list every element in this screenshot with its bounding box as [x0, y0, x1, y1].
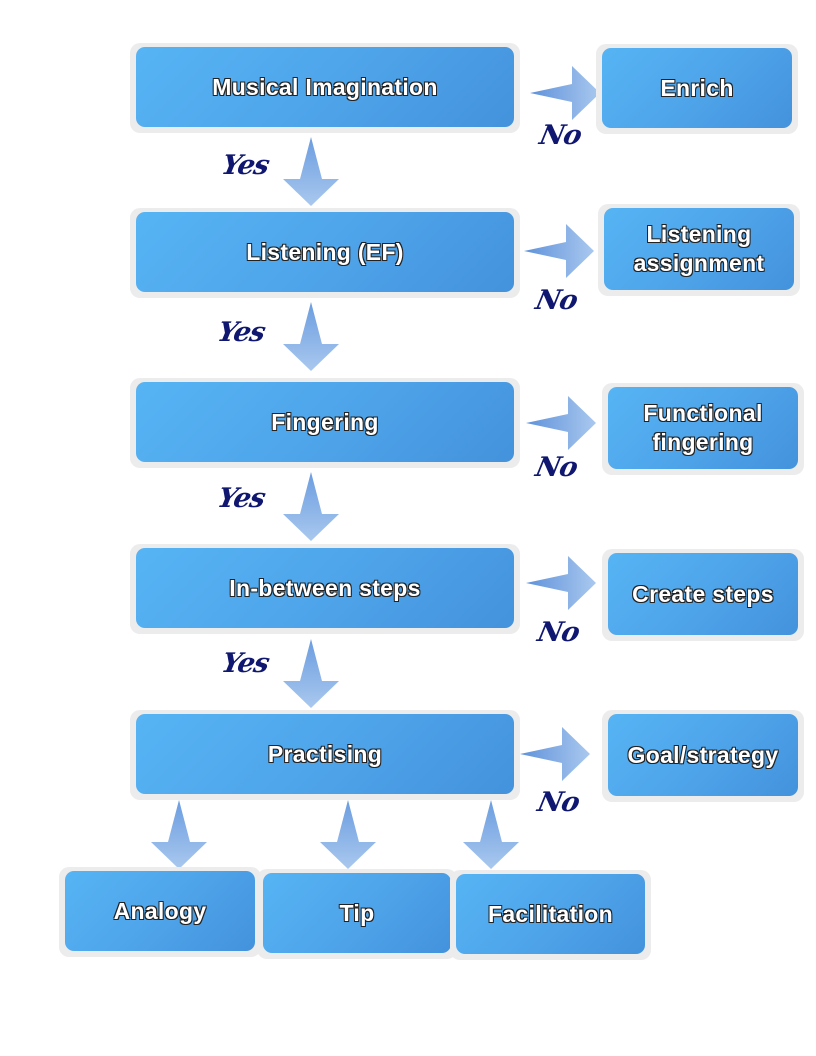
step-label: Fingering: [271, 408, 379, 435]
step-label: Musical Imagination: [212, 73, 438, 100]
outcome-label: Facilitation: [487, 900, 614, 927]
arrow-down-icon: [283, 137, 339, 206]
yes-label: Yes: [218, 150, 272, 181]
outcome-label: Tip: [339, 899, 375, 926]
arrow-right-icon: [526, 556, 596, 610]
outcome-label: Analogy: [113, 897, 207, 924]
step-box: Musical Imagination: [136, 47, 514, 127]
step-box: In-between steps: [136, 548, 514, 628]
outcome-box: Functional fingering: [608, 387, 798, 469]
arrow-right-icon: [520, 727, 590, 781]
no-label: No: [534, 787, 582, 818]
outcome-enrich: Enrich: [596, 44, 798, 134]
arrow-right-icon: [526, 396, 596, 450]
step-practising: Practising: [130, 710, 520, 800]
outcome-functional-fingering: Functional fingering: [602, 383, 804, 475]
outcome-box: Listening assignment: [604, 208, 794, 290]
outcome-label: Enrich: [660, 74, 734, 101]
no-label: No: [536, 120, 584, 151]
arrow-down-icon: [283, 639, 339, 708]
step-label: Listening (EF): [246, 238, 404, 265]
outcome-facilitation: Facilitation: [450, 870, 651, 960]
outcome-label: Create steps: [632, 580, 774, 607]
arrow-right-icon: [530, 66, 600, 120]
outcome-label: Functional fingering: [643, 400, 763, 456]
no-label: No: [534, 617, 582, 648]
yes-label: Yes: [214, 317, 268, 348]
outcome-box: Enrich: [602, 48, 792, 128]
no-label: No: [532, 285, 580, 316]
step-box: Fingering: [136, 382, 514, 462]
outcome-analogy: Analogy: [59, 867, 261, 957]
outcome-label: Listening assignment: [633, 221, 765, 277]
step-musical-imagination: Musical Imagination: [130, 43, 520, 133]
arrow-right-icon: [524, 224, 594, 278]
outcome-tip: Tip: [257, 869, 457, 959]
step-label: Practising: [267, 740, 383, 767]
step-fingering: Fingering: [130, 378, 520, 468]
arrow-down-icon: [320, 800, 376, 869]
no-label: No: [532, 452, 580, 483]
outcome-box: Analogy: [65, 871, 255, 951]
outcome-listening-assignment: Listening assignment: [598, 204, 800, 296]
outcome-goal-strategy: Goal/strategy: [602, 710, 804, 802]
step-in-between-steps: In-between steps: [130, 544, 520, 634]
arrow-down-icon: [283, 302, 339, 371]
outcome-box: Facilitation: [456, 874, 645, 954]
step-box: Listening (EF): [136, 212, 514, 292]
arrow-down-icon: [463, 800, 519, 869]
arrow-down-icon: [283, 472, 339, 541]
outcome-label: Goal/strategy: [627, 741, 779, 768]
arrow-down-icon: [151, 800, 207, 869]
step-box: Practising: [136, 714, 514, 794]
outcome-box: Goal/strategy: [608, 714, 798, 796]
outcome-create-steps: Create steps: [602, 549, 804, 641]
yes-label: Yes: [218, 648, 272, 679]
yes-label: Yes: [214, 483, 268, 514]
outcome-box: Tip: [263, 873, 451, 953]
step-label: In-between steps: [229, 574, 421, 601]
outcome-box: Create steps: [608, 553, 798, 635]
step-listening-ef: Listening (EF): [130, 208, 520, 298]
